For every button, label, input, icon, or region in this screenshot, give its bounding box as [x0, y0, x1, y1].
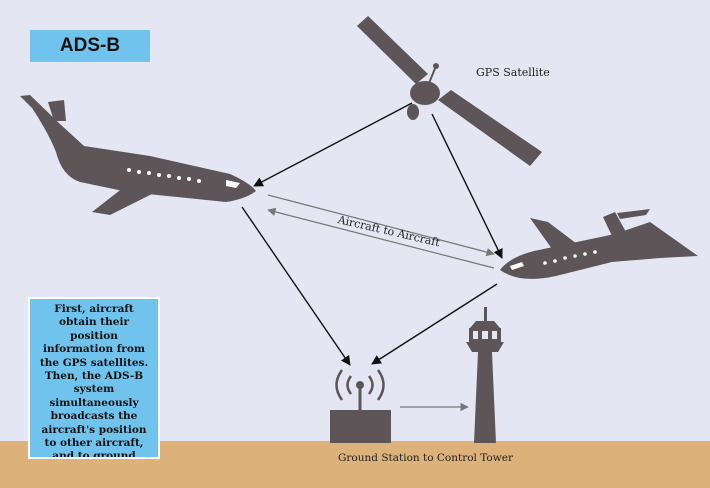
gps-satellite-icon [357, 16, 542, 166]
page-title: ADS-B [30, 30, 150, 62]
aircraft-right-icon [500, 209, 698, 279]
arrow-right-aircraft-to-ground [371, 283, 498, 365]
arrow-aircraft-to-aircraft-bottom [267, 207, 495, 269]
info-text-box: First, aircraft obtain their position in… [28, 297, 160, 459]
arrow-satellite-to-right-aircraft [431, 113, 503, 259]
arrow-satellite-to-left-aircraft [253, 102, 413, 187]
aircraft-left-icon [20, 95, 256, 215]
gps-satellite-label: GPS Satellite [476, 66, 550, 79]
ground-station-icon [330, 369, 391, 443]
arrow-left-aircraft-to-ground [241, 206, 351, 366]
arrow-aircraft-to-aircraft-top [267, 194, 495, 257]
ground-to-tower-label: Ground Station to Control Tower [338, 452, 513, 464]
control-tower-icon [466, 307, 504, 443]
